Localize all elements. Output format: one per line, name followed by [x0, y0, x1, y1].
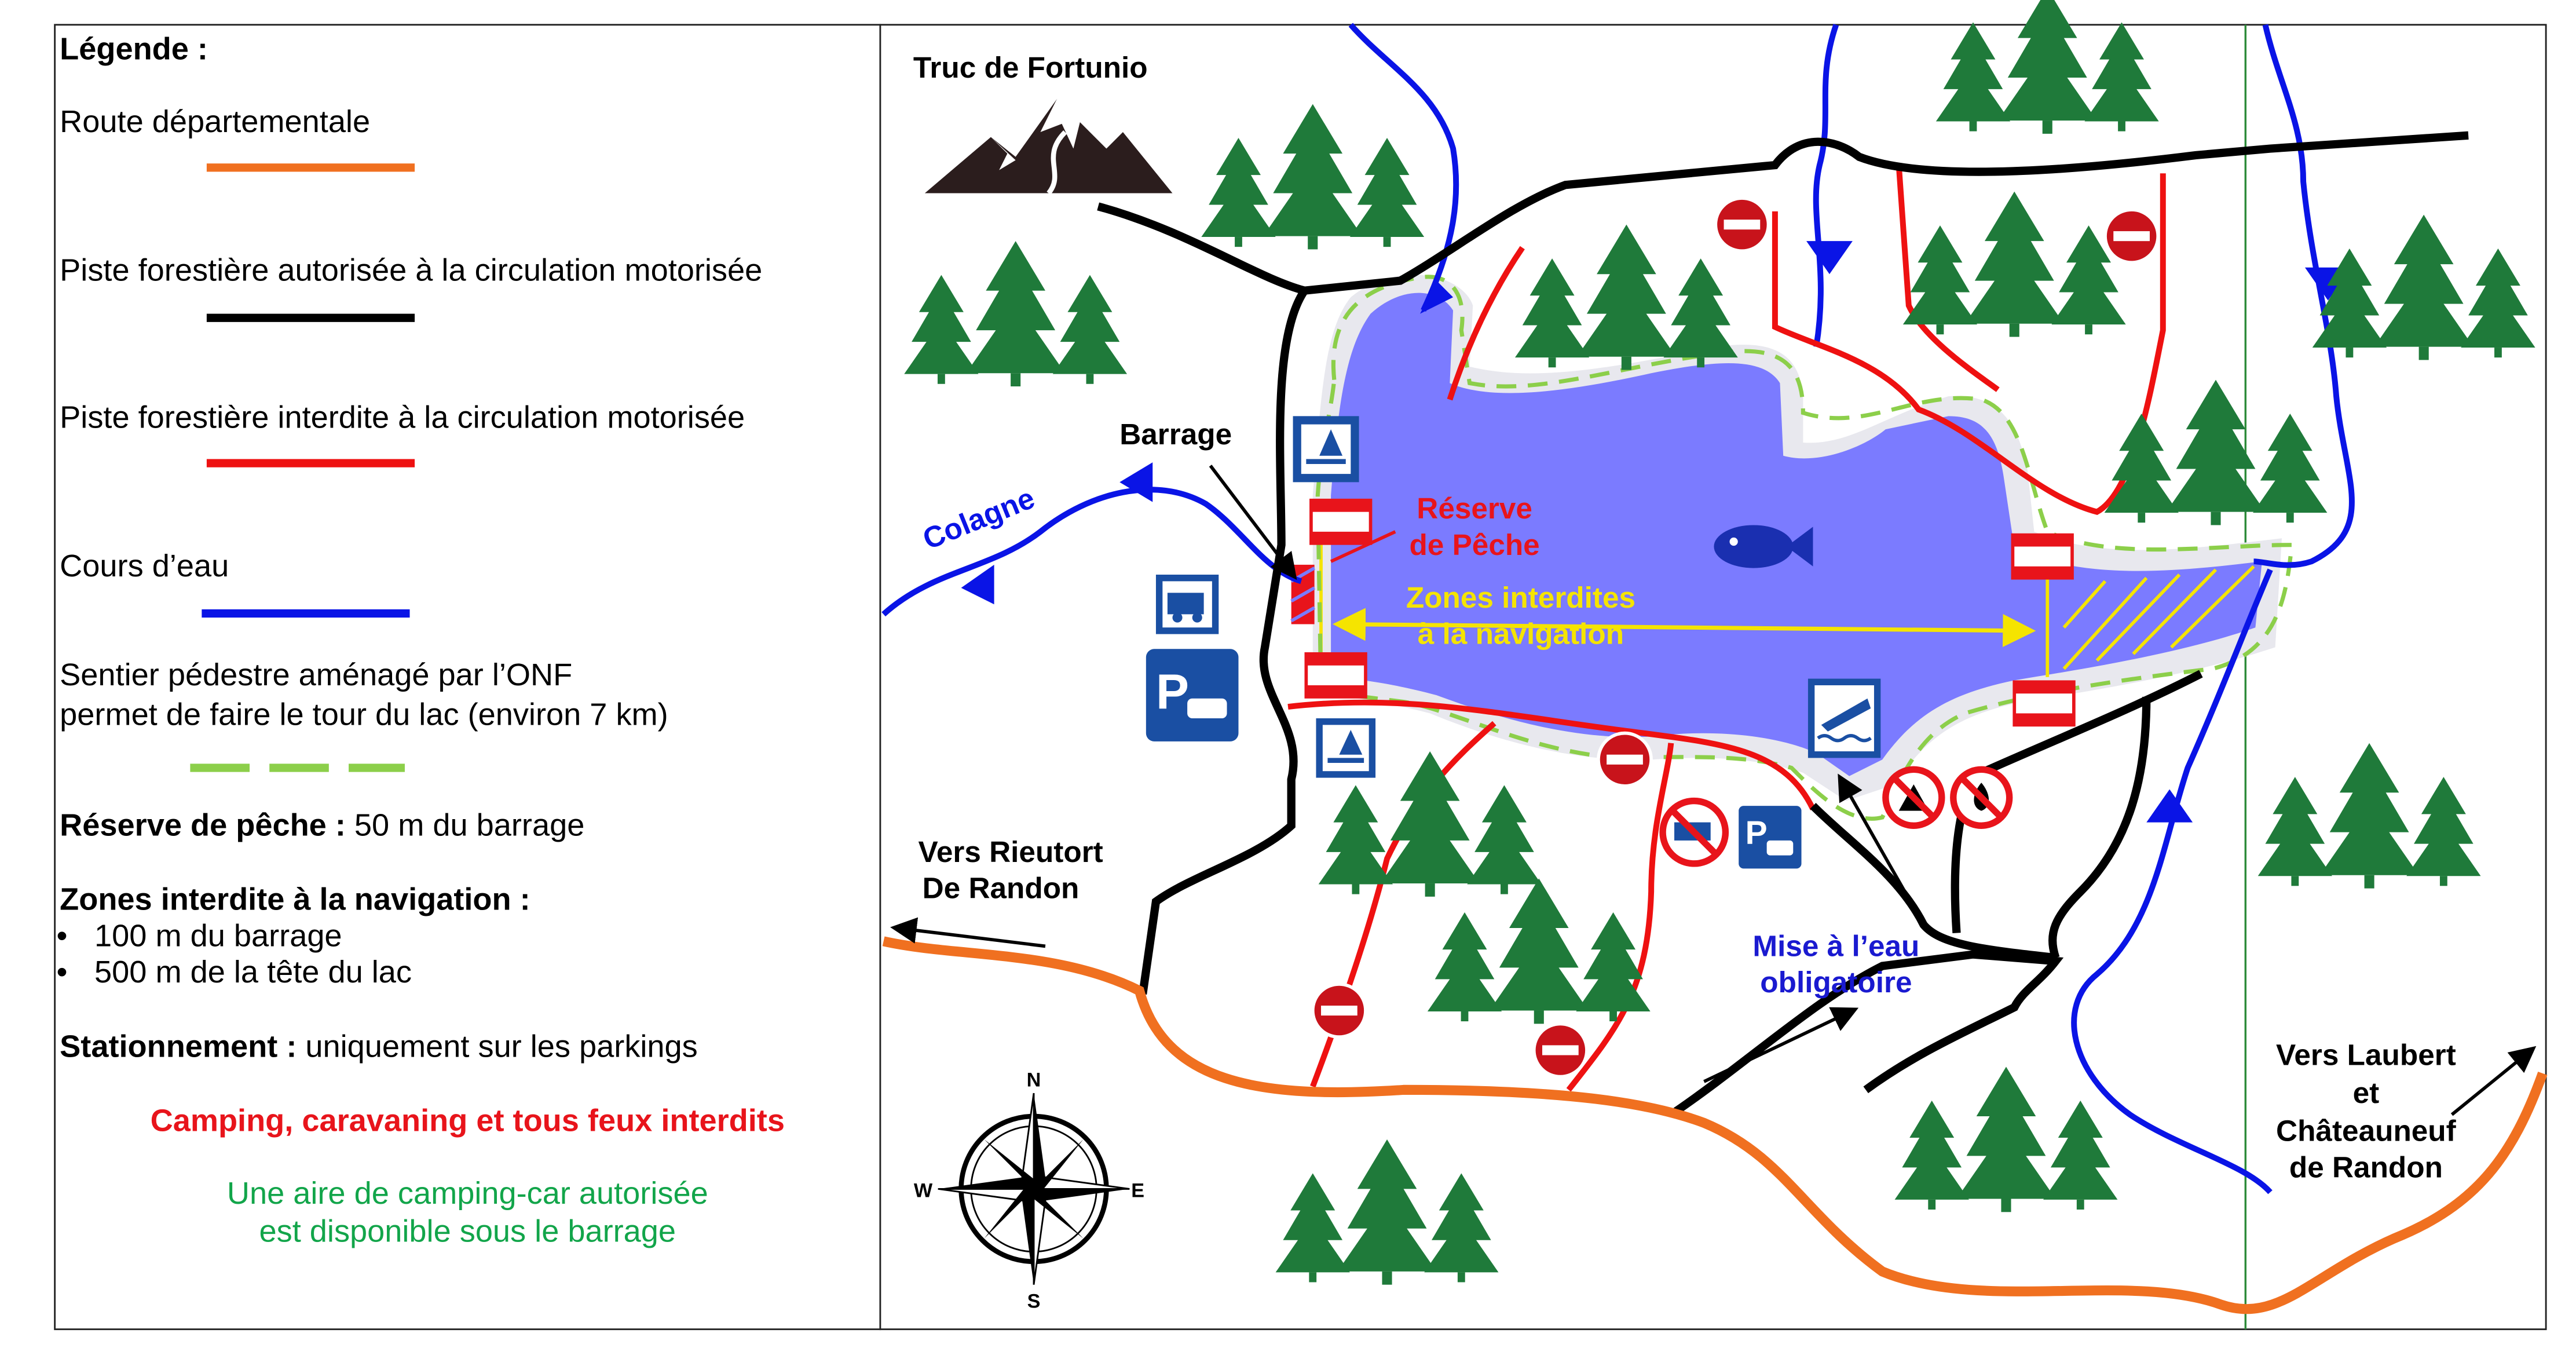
flow-arrow-icon: [2146, 789, 2193, 823]
compass-west: W: [914, 1180, 933, 1202]
compass-north: N: [1027, 1069, 1041, 1091]
svg-text:P: P: [1746, 814, 1768, 852]
legend-road-label: Route départementale: [60, 104, 370, 139]
pointer-arrows: [890, 465, 2537, 1116]
legend-navigation-title: Zones interdite à la navigation :: [60, 882, 530, 917]
no-entry-icon: [1598, 733, 1651, 786]
no-navigation-arrow: [1332, 608, 2036, 648]
flow-arrow-icon: [961, 564, 994, 605]
fish-icon: [1714, 525, 1813, 568]
parking-icon: P: [1146, 649, 1239, 741]
river-flow-arrows: [961, 241, 2351, 823]
camping-warning: Camping, caravaning et tous feux interdi…: [151, 1104, 785, 1138]
departmental-road: [882, 936, 2548, 1314]
flow-arrow-icon: [1119, 462, 1153, 502]
east-direction-label: Vers Laubert: [2276, 1039, 2456, 1072]
flow-arrow-icon: [1420, 280, 1454, 314]
legend-navigation-item: 500 m de la tête du lac: [94, 955, 412, 989]
forest-icon: [1936, 0, 2159, 134]
legend-track-forbidden-label: Piste forestière interdite à la circulat…: [60, 400, 745, 434]
compass-east: E: [1131, 1180, 1144, 1202]
picnic-sign-icon: [1293, 416, 1359, 483]
barrier-icon: [2012, 535, 2072, 578]
dam-label: Barrage: [1119, 418, 1232, 451]
legend-road-swatch: [206, 163, 415, 172]
no-entry-icon: [1715, 198, 1768, 251]
parking-icon: P: [1739, 806, 1802, 869]
river-north-east: [2253, 24, 2355, 568]
legend-track-forbidden-swatch: [206, 459, 415, 467]
barrier-icon: [1311, 501, 1371, 543]
mountain-icon: [924, 99, 1173, 195]
legend-fishing-reserve: Réserve de pêche : 50 m du barrage: [60, 808, 584, 842]
no-campervan-icon: [1659, 797, 1729, 867]
west-direction-label: De Randon: [923, 872, 1080, 905]
legend-river-swatch: [202, 609, 410, 618]
no-entry-icon: [1313, 984, 1366, 1037]
campervan-note-1: Une aire de camping-car autorisée: [227, 1176, 708, 1211]
west-direction-label: Vers Rieutort: [918, 835, 1103, 868]
river-south-east: [2071, 568, 2273, 1194]
boat-launch-icon: [1807, 678, 1881, 758]
barrier-icon: [2014, 682, 2074, 725]
fishing-reserve-label: de Pêche: [1409, 528, 1539, 561]
legend-track-allowed-label: Piste forestière autorisée à la circulat…: [60, 253, 762, 288]
boat-launch-label: obligatoire: [1760, 966, 1912, 999]
campervan-area-icon: [1155, 574, 1219, 634]
east-direction-label: de Randon: [2289, 1150, 2443, 1183]
no-camping-icon: [1882, 766, 1945, 829]
legend-title: Légende :: [60, 32, 208, 67]
legend-trail-label-1: Sentier pédestre aménagé par l’ONF: [60, 657, 572, 692]
east-direction-label: Châteauneuf: [2276, 1115, 2457, 1148]
campervan-note-2: est disponible sous le barrage: [259, 1214, 676, 1249]
legend-navigation-bullet: •: [56, 918, 67, 953]
boat-launch-label: Mise à l’eau: [1752, 929, 1919, 962]
legend-track-allowed-swatch: [206, 313, 415, 322]
compass-south: S: [1027, 1291, 1041, 1313]
legend-parking: Stationnement : uniquement sur les parki…: [60, 1029, 698, 1064]
no-navigation-label: Zones interdites: [1406, 581, 1635, 614]
map-panel: P P: [879, 0, 2548, 1331]
legend-trail-label-2: permet de faire le tour du lac (environ …: [60, 697, 668, 732]
svg-text:P: P: [1156, 664, 1189, 719]
flow-arrow-icon: [1806, 241, 1853, 275]
no-navigation-label: à la navigation: [1418, 618, 1624, 651]
no-fire-icon: [1950, 766, 2013, 829]
no-entry-icon: [2105, 210, 2158, 262]
legend-river-label: Cours d’eau: [60, 549, 229, 583]
east-direction-label: et: [2353, 1076, 2380, 1109]
river-colagne: [881, 487, 1302, 617]
picnic-sign-icon: [1316, 718, 1376, 778]
legend-navigation-item: 100 m du barrage: [94, 918, 342, 953]
lake: [1331, 293, 2262, 776]
fishing-reserve-label: Réserve: [1417, 492, 1532, 525]
summit-label: Truc de Fortunio: [913, 51, 1148, 84]
legend-navigation-bullet: •: [56, 955, 67, 989]
barrier-icon: [1306, 654, 1366, 697]
river-north: [1813, 24, 1839, 348]
no-entry-icon: [1534, 1024, 1587, 1076]
allowed-tracks: [1097, 131, 2469, 1115]
trail-around-lake: [1315, 275, 2295, 821]
no-navigation-zone-east: [2046, 565, 2255, 677]
legend-panel: Légende : Route départementale Piste for…: [54, 24, 881, 1331]
compass-rose: N S E W: [914, 1069, 1144, 1313]
